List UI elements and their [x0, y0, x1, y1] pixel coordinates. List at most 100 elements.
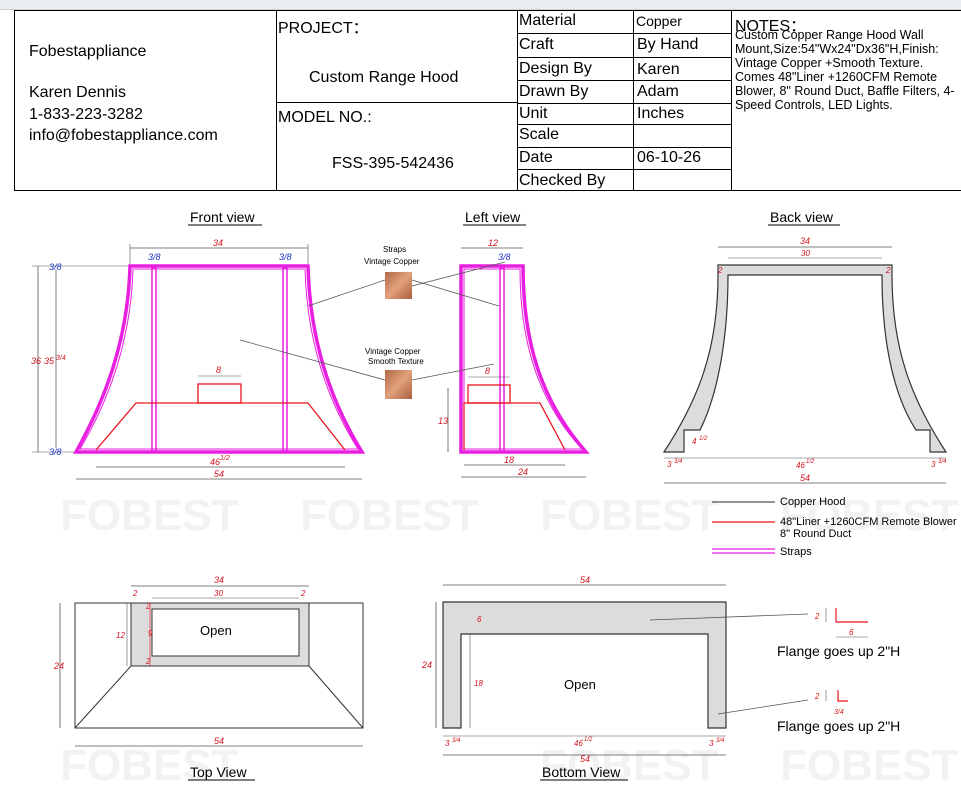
svg-text:35: 35 [44, 356, 55, 366]
svg-text:FOBEST: FOBEST [780, 491, 959, 540]
svg-text:46: 46 [210, 457, 220, 467]
divider [276, 11, 277, 191]
svg-text:3/4: 3/4 [452, 738, 461, 744]
svg-text:6: 6 [849, 628, 854, 637]
svg-text:1/2: 1/2 [806, 459, 815, 465]
svg-text:3: 3 [445, 739, 450, 748]
svg-text:36: 36 [31, 356, 41, 366]
svg-text:2: 2 [717, 266, 723, 275]
svg-text:FOBEST: FOBEST [540, 741, 719, 790]
bottom-view: Open 54 6 24 18 3 3/4 3 3/4 46 1/2 54 [421, 575, 727, 764]
svg-text:3/4: 3/4 [674, 459, 683, 465]
svg-text:30: 30 [214, 589, 223, 598]
svg-text:8: 8 [485, 366, 490, 376]
notes-body: Custom Copper Range Hood Wall Mount,Size… [735, 28, 955, 112]
texture-copper-swatch [385, 370, 412, 399]
svg-text:3/8: 3/8 [49, 447, 62, 457]
spec-label-design: Design By [519, 60, 592, 77]
project-name: Custom Range Hood [309, 69, 459, 86]
svg-text:3/4: 3/4 [56, 355, 66, 362]
svg-text:3/4: 3/4 [938, 459, 947, 465]
company-name: Fobestappliance [29, 43, 147, 60]
svg-text:46: 46 [796, 461, 805, 470]
legend-hood: Copper Hood [780, 496, 845, 508]
top-view: Open 34 30 2 2 2 9 2 12 24 54 [53, 575, 364, 747]
divider [517, 11, 518, 191]
svg-text:1/2: 1/2 [699, 436, 708, 442]
back-view-title: Back view [770, 209, 834, 225]
contact-email: info@fobestappliance.com [29, 127, 218, 144]
svg-text:13: 13 [438, 416, 448, 426]
svg-text:Vintage Copper: Vintage Copper [365, 347, 421, 356]
svg-text:24: 24 [517, 467, 528, 477]
divider [517, 57, 731, 58]
svg-text:FOBEST: FOBEST [780, 741, 959, 790]
legend-duct: 8" Round Duct [780, 528, 851, 540]
svg-text:Vintage Copper: Vintage Copper [364, 257, 420, 266]
project-label: PROJECT： [278, 20, 369, 37]
view-titles: Front view Left view Back view Top View … [188, 209, 840, 781]
divider [633, 11, 634, 191]
material-callouts: Straps Vintage Copper Vintage Copper Smo… [239, 245, 506, 399]
contact-phone: 1-833-223-3282 [29, 106, 143, 123]
window-top-bar [0, 0, 961, 10]
svg-text:30: 30 [801, 249, 810, 258]
spec-value-material: Copper [636, 13, 682, 29]
spec-value-drawn: Adam [637, 83, 679, 100]
legend-straps: Straps [780, 546, 812, 558]
model-label: MODEL NO.: [278, 109, 372, 126]
divider [517, 33, 731, 34]
svg-text:12: 12 [116, 631, 125, 640]
spec-value-date: 06-10-26 [637, 149, 702, 166]
spec-value-unit: Inches [637, 105, 685, 122]
svg-text:12: 12 [488, 238, 498, 248]
svg-text:3: 3 [931, 460, 936, 469]
spec-label-material: Material [519, 12, 576, 29]
svg-text:1/2: 1/2 [584, 737, 593, 743]
svg-text:FOBEST: FOBEST [60, 491, 239, 540]
divider [517, 169, 731, 170]
svg-text:2: 2 [132, 589, 138, 598]
divider [517, 103, 731, 104]
spec-value-design: Karen [637, 61, 680, 78]
flange-note-2: Flange goes up 2"H [777, 718, 900, 734]
strap-copper-swatch [385, 272, 412, 299]
contact-name: Karen Dennis [29, 84, 126, 101]
svg-text:2: 2 [814, 692, 820, 701]
svg-text:FOBEST: FOBEST [60, 741, 239, 790]
svg-text:34: 34 [213, 238, 223, 248]
svg-text:9: 9 [148, 629, 153, 638]
svg-text:18: 18 [504, 455, 514, 465]
divider [517, 80, 731, 81]
svg-text:2: 2 [300, 589, 306, 598]
top-view-title: Top View [190, 764, 247, 780]
svg-text:FOBEST: FOBEST [540, 491, 719, 540]
svg-text:3/8: 3/8 [148, 252, 161, 262]
svg-text:2: 2 [145, 657, 151, 666]
svg-text:54: 54 [580, 754, 590, 764]
svg-text:4: 4 [692, 437, 697, 446]
spec-label-craft: Craft [519, 36, 554, 53]
spec-label-checked: Checked By [519, 172, 606, 189]
spec-label-unit: Unit [519, 105, 548, 122]
top-open-label: Open [200, 623, 232, 638]
svg-text:54: 54 [214, 469, 224, 479]
svg-text:18: 18 [474, 679, 483, 688]
svg-text:54: 54 [580, 575, 590, 585]
svg-text:3: 3 [709, 739, 714, 748]
left-view: 12 3/8 8 13 18 24 [438, 238, 590, 478]
svg-text:3/8: 3/8 [498, 252, 511, 262]
flange-details: 2 6 Flange goes up 2"H 2 3/4 Flange goes… [649, 608, 900, 734]
svg-text:6: 6 [477, 615, 482, 624]
spec-value-craft: By Hand [637, 36, 699, 53]
divider [276, 102, 517, 103]
svg-text:3/8: 3/8 [49, 262, 62, 272]
svg-text:8: 8 [216, 365, 221, 375]
svg-text:2: 2 [814, 612, 820, 621]
bottom-view-title: Bottom View [542, 764, 621, 780]
svg-text:3/4: 3/4 [834, 709, 844, 716]
svg-text:54: 54 [800, 473, 810, 483]
svg-text:54: 54 [214, 736, 224, 746]
spec-label-scale: Scale [519, 126, 560, 143]
